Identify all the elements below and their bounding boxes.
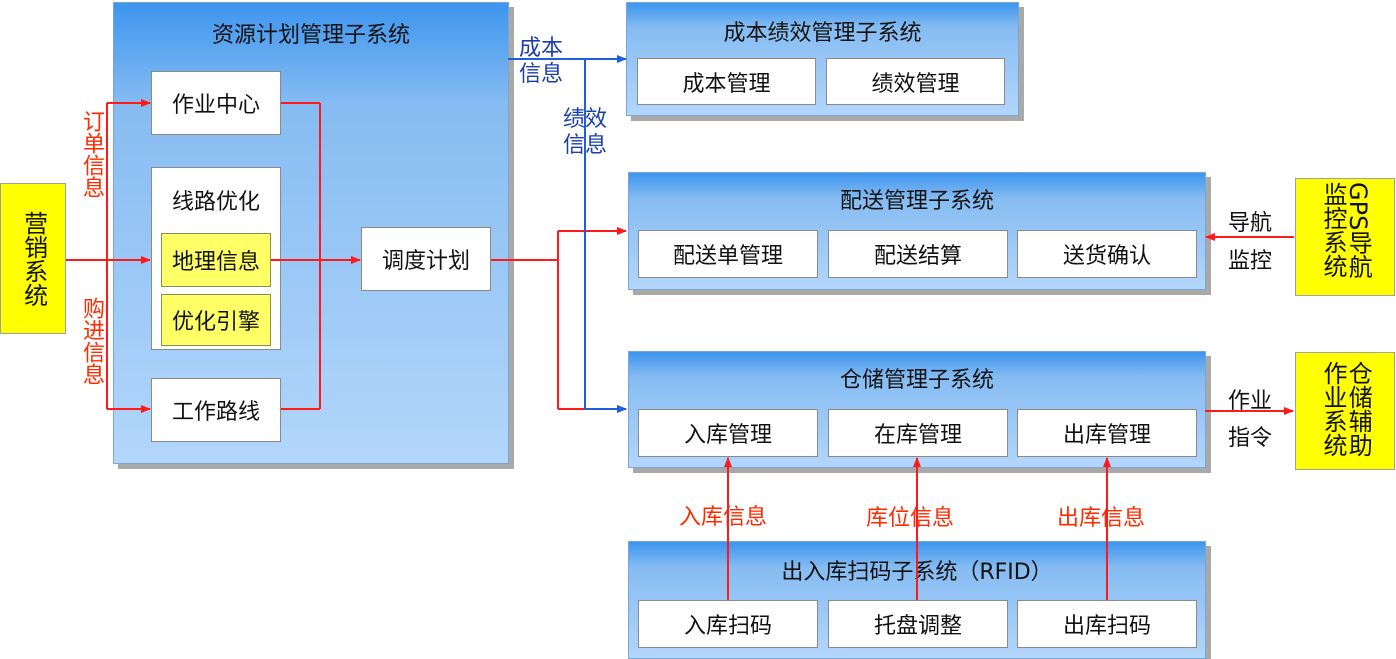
perf-info-label: 绩效 信息: [563, 107, 608, 158]
marketing-system-box[interactable]: 营销系统: [0, 183, 66, 334]
work-center-box[interactable]: 作业中心: [151, 71, 281, 135]
delivery-title: 配送管理子系统: [839, 189, 994, 214]
dispatch-plan-box[interactable]: 调度计划: [361, 227, 491, 291]
order-info-label: 订单信息: [79, 110, 104, 198]
stock-mgmt-box[interactable]: 在库管理: [828, 409, 1008, 457]
perf-mgmt-box[interactable]: 绩效管理: [826, 58, 1005, 105]
cost-mgmt-box[interactable]: 成本管理: [637, 58, 816, 105]
outbound-mgmt-box[interactable]: 出库管理: [1017, 409, 1197, 457]
inbound-info-label: 入库信息: [679, 505, 768, 530]
outbound-info-label: 出库信息: [1057, 506, 1146, 531]
delivery-settlement-box[interactable]: 配送结算: [828, 230, 1008, 278]
optimization-engine-box[interactable]: 优化引擎: [161, 294, 271, 346]
pallet-adjust-box[interactable]: 托盘调整: [828, 600, 1008, 648]
cost-performance-title: 成本绩效管理子系统: [723, 21, 922, 46]
gps-system-label: GPS导航监控系统: [1319, 182, 1373, 279]
assist-label-2: 指令: [1228, 426, 1273, 451]
outbound-scan-box[interactable]: 出库扫码: [1017, 600, 1197, 648]
warehouse-assist-label: 仓储辅助作业系统: [1319, 361, 1373, 457]
route-optimization-title: 线路优化: [171, 190, 260, 215]
warehouse-assist-box[interactable]: 仓储辅助作业系统: [1295, 352, 1395, 470]
purchase-info-label: 购进信息: [79, 297, 104, 385]
inbound-scan-box[interactable]: 入库扫码: [638, 600, 818, 648]
warehouse-title: 仓储管理子系统: [839, 368, 994, 393]
geo-info-box[interactable]: 地理信息: [161, 233, 271, 287]
gps-label-1: 导航: [1228, 211, 1273, 236]
delivery-confirm-box[interactable]: 送货确认: [1017, 230, 1197, 278]
cost-info-label: 成本 信息: [519, 36, 564, 87]
assist-label-1: 作业: [1228, 389, 1273, 414]
resource-planning-title: 资源计划管理子系统: [211, 23, 410, 48]
inbound-mgmt-box[interactable]: 入库管理: [638, 409, 818, 457]
work-route-box[interactable]: 工作路线: [151, 378, 281, 442]
gps-system-box[interactable]: GPS导航监控系统: [1295, 178, 1395, 296]
marketing-system-label: 营销系统: [19, 210, 48, 307]
gps-label-2: 监控: [1228, 249, 1273, 274]
location-info-label: 库位信息: [866, 506, 955, 531]
rfid-title: 出入库扫码子系统（RFID）: [781, 560, 1053, 585]
delivery-order-mgmt-box[interactable]: 配送单管理: [638, 230, 818, 278]
